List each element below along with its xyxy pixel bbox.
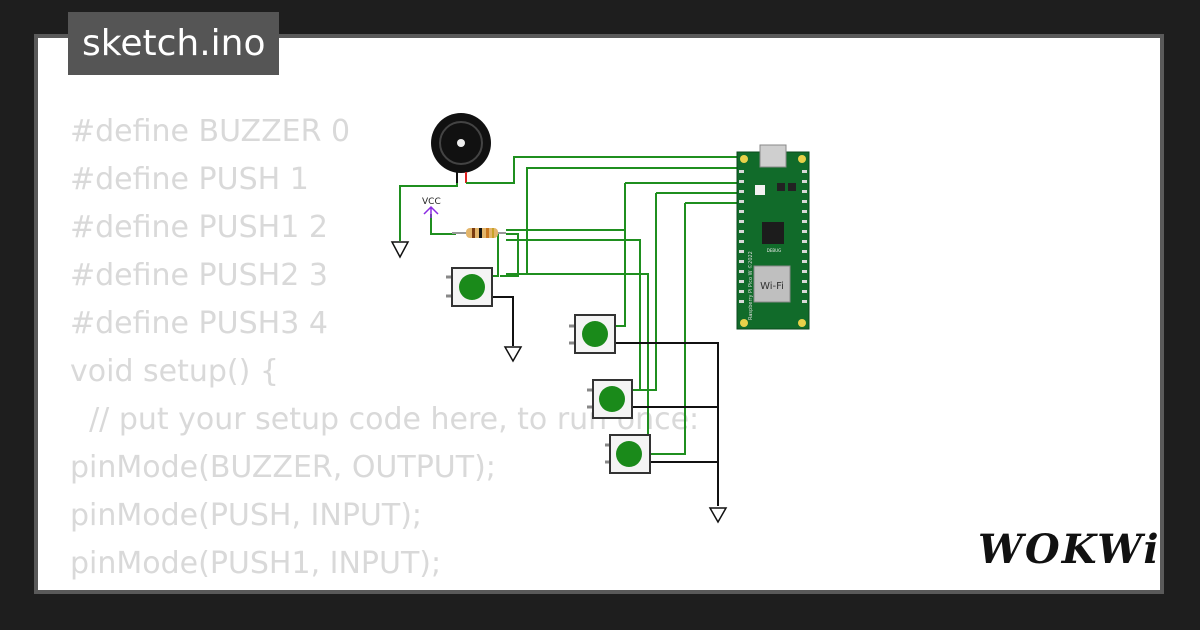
push-button-4[interactable]: [605, 434, 651, 474]
ground-wires: [492, 296, 719, 506]
push-button-1[interactable]: [446, 267, 493, 307]
vcc-arrow-icon: [423, 205, 439, 218]
ground-icon: [503, 346, 523, 363]
code-line: pinMode(PUSH, INPUT);: [70, 498, 423, 533]
code-background: #define BUZZER 0 #define PUSH 1 #define …: [70, 108, 700, 590]
push-button-2[interactable]: [569, 314, 616, 354]
code-line: void setup() {: [70, 354, 279, 389]
usb-port-icon: [759, 144, 787, 168]
code-line: #define BUZZER 0: [70, 114, 351, 149]
resistor[interactable]: [452, 228, 506, 238]
code-line: pinMode(BUZZER, OUTPUT);: [70, 450, 496, 485]
wifi-module: [753, 265, 791, 303]
ground-symbols: [390, 241, 728, 524]
code-line: #define PUSH2 3: [70, 258, 328, 293]
wokwi-logo: WOKWi: [978, 526, 1161, 573]
code-line: // put your setup code here, to run once…: [70, 402, 700, 437]
filename-tab[interactable]: sketch.ino: [68, 12, 280, 75]
code-line: pinMode(PUSH1, INPUT);: [70, 546, 442, 581]
wifi-module-label: Wi-Fi: [760, 281, 784, 292]
preview-card: #define BUZZER 0 #define PUSH 1 #define …: [34, 34, 1164, 594]
ground-icon: [708, 507, 728, 524]
pico-w-board[interactable]: Wi-Fi DEBUG Raspberry Pi Pico W ©2022: [736, 144, 810, 330]
vcc-label: VCC: [422, 197, 441, 207]
debug-label: DEBUG: [767, 248, 781, 253]
rp2040-chip-icon: [762, 222, 784, 244]
board-model-label: Raspberry Pi Pico W ©2022: [747, 251, 754, 320]
code-line: #define PUSH3 4: [70, 306, 328, 341]
push-button-3[interactable]: [587, 379, 633, 419]
vcc-supply[interactable]: VCC: [422, 197, 441, 218]
code-line: #define PUSH 1: [70, 162, 309, 197]
ground-icon: [390, 241, 410, 259]
buzzer[interactable]: [431, 113, 491, 183]
code-line: #define PUSH1 2: [70, 210, 328, 245]
